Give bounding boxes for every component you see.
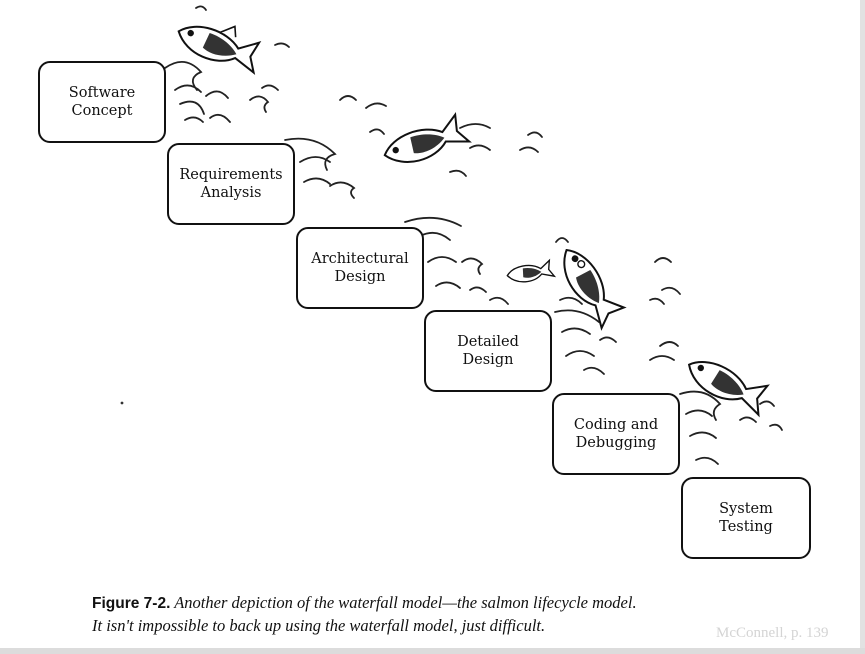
stage-label: Design: [334, 269, 386, 285]
caption-line-2: It isn't impossible to back up using the…: [92, 616, 546, 635]
splash-5: [679, 390, 783, 465]
salmon-icon: [383, 111, 472, 163]
page-shadow: [860, 0, 865, 654]
salmon-icon: [687, 361, 770, 418]
salmon-icon: [563, 248, 627, 331]
stage-label: Requirements: [179, 167, 283, 183]
figure-caption: Figure 7-2. Another depiction of the wat…: [92, 592, 852, 637]
splash-1: [164, 5, 290, 123]
stage-label: Software: [68, 85, 136, 101]
salmon-icon: [177, 25, 262, 75]
stage-label: Detailed: [457, 334, 519, 350]
stage-label: Coding and: [573, 417, 659, 433]
stage-label: Design: [462, 352, 514, 368]
figure-label: Figure 7-2.: [92, 595, 171, 612]
page-bottom-edge: [0, 648, 865, 654]
stage-label: Architectural: [311, 251, 409, 267]
splash-2: [284, 95, 543, 199]
stage-label: Testing: [719, 519, 773, 535]
stage-label: Concept: [71, 103, 133, 119]
splash-4: [554, 309, 679, 375]
splash-3: [404, 216, 681, 305]
salmon-icon: [506, 258, 557, 283]
source-credit: McConnell, p. 139: [716, 625, 829, 641]
stage-label: Debugging: [575, 435, 657, 451]
caption-line-1: Another depiction of the waterfall model…: [174, 593, 637, 612]
stage-label: System: [719, 501, 773, 517]
stage-label: Analysis: [200, 185, 262, 201]
